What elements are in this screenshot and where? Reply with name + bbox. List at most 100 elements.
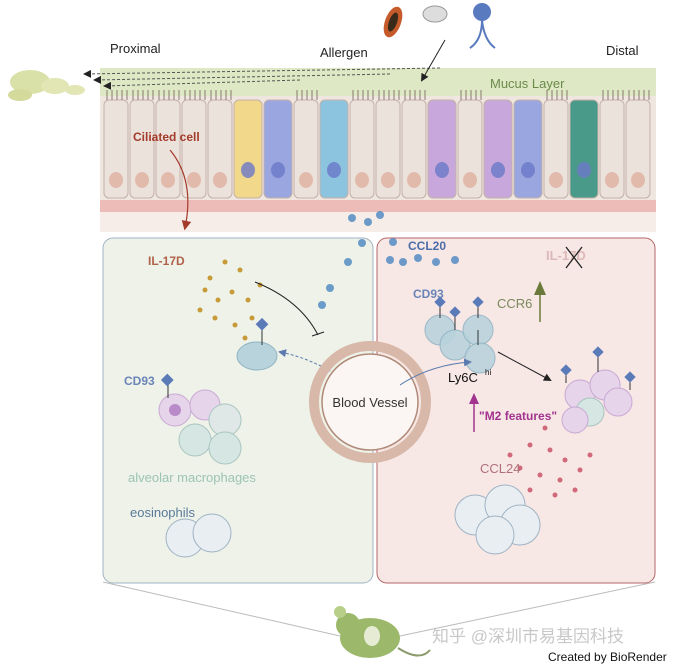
ccl20-dot xyxy=(389,238,397,246)
il17d-dot xyxy=(232,322,238,328)
ccl20-label: CCL20 xyxy=(408,239,446,253)
alveolar-macrophages-cluster xyxy=(158,373,242,465)
epithelial-cell xyxy=(207,99,233,199)
ccl24-dot xyxy=(542,425,548,431)
cd93-monocyte xyxy=(236,317,278,371)
epithelial-cell xyxy=(375,99,401,199)
epithelial-cell xyxy=(181,99,207,199)
inhibition-bar xyxy=(311,331,325,337)
ccl20-dot xyxy=(399,258,407,266)
eosinophils-label: eosinophils xyxy=(130,505,196,520)
il17d-dot xyxy=(242,335,248,341)
connector-line xyxy=(399,581,656,637)
dust-mite-icon xyxy=(422,5,448,23)
differentiation-arrow xyxy=(497,351,552,381)
ccl20-dot xyxy=(348,214,356,222)
m2-features-label: "M2 features" xyxy=(479,409,557,423)
cd93-label-right: CD93 xyxy=(413,287,444,301)
epithelial-cell xyxy=(569,99,599,199)
ccl20-dot xyxy=(414,254,422,262)
epithelial-cell xyxy=(483,99,513,199)
ccl24-dot xyxy=(537,472,543,478)
ciliated-cell-label: Ciliated cell xyxy=(133,130,200,144)
epithelial-cell xyxy=(155,99,181,199)
il17d-dot xyxy=(197,307,203,313)
il17d-dot xyxy=(212,315,218,321)
epithelial-cell xyxy=(263,99,293,199)
ccl24-dot xyxy=(547,447,553,453)
ccl20-dot xyxy=(318,301,326,309)
epithelial-cell xyxy=(543,99,569,199)
ccl20-dot xyxy=(386,256,394,264)
ccl24-dot xyxy=(517,465,523,471)
il17d-dot xyxy=(249,315,255,321)
ly6c-superscript: hi xyxy=(485,368,491,377)
fungus-icon xyxy=(469,3,496,49)
ccr6-label: CCR6 xyxy=(497,296,532,311)
ciliated-cell-arrow xyxy=(169,149,192,231)
il17d-dot xyxy=(207,275,213,281)
il17d-dot xyxy=(222,259,228,265)
epithelial-cell xyxy=(129,99,155,199)
clearance-arrows xyxy=(83,67,441,90)
connector-line xyxy=(102,581,341,637)
alveolar-macrophages-label: alveolar macrophages xyxy=(128,470,256,485)
cd93-label-left: CD93 xyxy=(124,374,155,388)
il17d-dot xyxy=(245,297,251,303)
il17d-dot xyxy=(229,289,235,295)
ccl20-dot xyxy=(432,258,440,266)
eosinophils-cluster xyxy=(165,513,232,558)
ccl24-dot xyxy=(527,442,533,448)
epithelial-cell xyxy=(103,99,129,199)
proximal-label: Proximal xyxy=(110,41,161,56)
ccl24-dot xyxy=(562,457,568,463)
biorender-credit: Created by BioRender xyxy=(548,650,667,664)
blood-vessel-label: Blood Vessel xyxy=(332,395,407,410)
ccl24-label: CCL24 xyxy=(480,461,520,476)
ccl20-dot xyxy=(326,284,334,292)
il17d-dot xyxy=(202,287,208,293)
epithelial-cell xyxy=(599,99,625,199)
mucus-debris xyxy=(8,70,85,101)
ccl24-dot xyxy=(527,487,533,493)
ccl20-dot xyxy=(364,218,372,226)
basement-membrane xyxy=(100,200,656,212)
epithelial-cell xyxy=(427,99,457,199)
ccl24-dot xyxy=(552,492,558,498)
ccl24-dot xyxy=(587,452,593,458)
epithelial-cell xyxy=(457,99,483,199)
cytokine-dots xyxy=(197,211,593,498)
allergen-icons xyxy=(383,3,496,82)
mucus-layer-label: Mucus Layer xyxy=(490,76,565,91)
ly6c-monocytes-cluster xyxy=(424,296,496,374)
m2-macrophages-cluster xyxy=(560,346,636,434)
blood-vessel: Blood Vessel xyxy=(309,341,431,463)
epithelial-cell xyxy=(233,99,263,199)
ccl24-dot xyxy=(577,467,583,473)
ccl24-dot xyxy=(557,477,563,483)
il17d-label: IL-17D xyxy=(148,254,185,268)
epithelial-cell xyxy=(513,99,543,199)
il17d-dot xyxy=(215,297,221,303)
ccl24-dot xyxy=(572,487,578,493)
ccl20-dot xyxy=(344,258,352,266)
epithelial-cell xyxy=(349,99,375,199)
distal-label: Distal xyxy=(606,43,639,58)
cross-mark-icon xyxy=(565,246,583,269)
airway-epithelium xyxy=(100,68,656,232)
ccl20-dot xyxy=(376,211,384,219)
epithelial-cell xyxy=(319,99,349,199)
watermark: 知乎 @深圳市易基因科技 xyxy=(432,627,624,646)
ccl20-dot xyxy=(358,239,366,247)
eosinophils-cluster-right xyxy=(454,484,541,555)
epithelial-cell xyxy=(625,99,651,199)
ccl20-dot xyxy=(451,256,459,264)
mouse-icon xyxy=(334,606,431,658)
ccl24-dot xyxy=(507,452,513,458)
allergen-label: Allergen xyxy=(320,45,368,60)
epithelial-cells xyxy=(103,90,651,199)
ly6c-label: Ly6C xyxy=(448,370,478,385)
epithelial-cell xyxy=(401,99,427,199)
epithelial-cell xyxy=(293,99,319,199)
